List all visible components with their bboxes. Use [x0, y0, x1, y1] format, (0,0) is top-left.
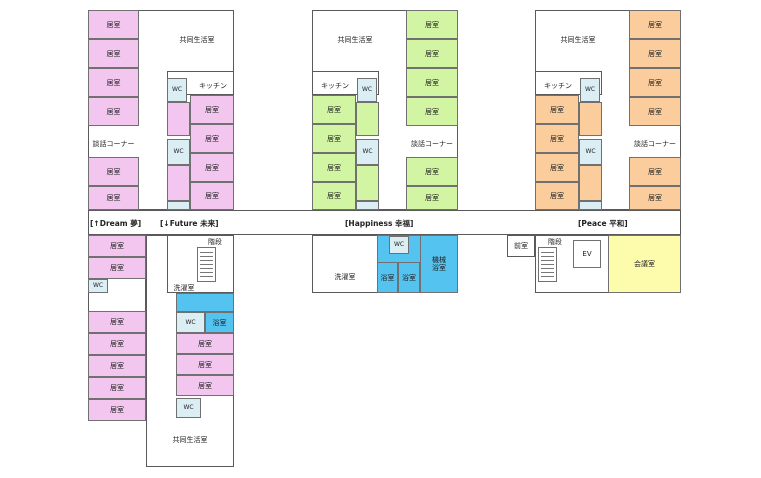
- room-happiness-9: 居室: [312, 153, 356, 182]
- corridor-label-peace: [Peace 平和]: [578, 218, 628, 228]
- bath-happiness-2: 浴室: [398, 262, 420, 293]
- room-dream-3: 居室: [88, 68, 139, 97]
- room-dream-10: 居室: [190, 182, 234, 210]
- room-dream-lower-4: 居室: [88, 333, 146, 355]
- room-dream-4: 居室: [88, 97, 139, 126]
- wc-peace-1: WC: [580, 78, 600, 102]
- wc-peace-2: WC: [579, 139, 602, 165]
- lounge-peace: 談話コーナー: [634, 140, 676, 148]
- room-dream-8: 居室: [190, 124, 234, 153]
- dream-corridor-strip-2: [167, 165, 190, 201]
- corridor-label-dream: [↑Dream 夢]: [90, 218, 142, 228]
- room-peace-5: 居室: [629, 157, 681, 186]
- machine-bath-happiness: 機械 浴室: [420, 235, 458, 293]
- room-peace-7: 居室: [535, 95, 579, 124]
- room-happiness-7: 居室: [312, 95, 356, 124]
- room-peace-10: 居室: [535, 182, 579, 210]
- bath-happiness-1: 浴室: [377, 262, 398, 293]
- wc-happiness-lower: WC: [389, 236, 409, 254]
- bath-future: 浴室: [205, 312, 234, 333]
- room-peace-6: 居室: [629, 186, 681, 210]
- room-dream-2: 居室: [88, 39, 139, 68]
- room-dream-lower-6: 居室: [88, 377, 146, 399]
- room-dream-5: 居室: [88, 157, 139, 186]
- front-room-box: [507, 235, 535, 257]
- laundry-happiness: 洗濯室: [334, 273, 356, 281]
- wc-future-1: WC: [176, 312, 205, 333]
- room-future-1: 居室: [176, 333, 234, 354]
- common-room-happiness: 共同生活室: [337, 36, 373, 44]
- room-peace-4: 居室: [629, 97, 681, 126]
- wc-peace-3: [579, 201, 602, 210]
- elevator-peace: EV: [573, 240, 601, 268]
- room-dream-lower-3: 居室: [88, 311, 146, 333]
- stairs-peace: [538, 247, 557, 282]
- room-happiness-10: 居室: [312, 182, 356, 210]
- wc-future-2: WC: [176, 398, 201, 418]
- wc-dream-1: WC: [167, 78, 187, 102]
- room-dream-6: 居室: [88, 186, 139, 210]
- room-peace-9: 居室: [535, 153, 579, 182]
- room-dream-lower-7: 居室: [88, 399, 146, 421]
- room-happiness-1: 居室: [406, 10, 458, 39]
- central-corridor: [88, 210, 681, 235]
- room-peace-3: 居室: [629, 68, 681, 97]
- common-room-dream: 共同生活室: [179, 36, 215, 44]
- room-happiness-6: 居室: [406, 186, 458, 210]
- room-dream-1: 居室: [88, 10, 139, 39]
- room-dream-lower-1: 居室: [88, 235, 146, 257]
- room-happiness-2: 居室: [406, 39, 458, 68]
- kitchen-happiness: キッチン: [321, 82, 349, 90]
- wc-dream-2: WC: [167, 139, 190, 165]
- room-happiness-5: 居室: [406, 157, 458, 186]
- room-future-2: 居室: [176, 354, 234, 375]
- common-room-peace: 共同生活室: [560, 36, 596, 44]
- dream-corridor-strip: [167, 102, 190, 136]
- meeting-room: 会議室: [608, 235, 681, 293]
- room-future-3: 居室: [176, 375, 234, 396]
- wc-dream-3: [167, 201, 190, 210]
- stairs-future-label: 階段: [208, 238, 222, 246]
- room-peace-8: 居室: [535, 124, 579, 153]
- peace-corridor-strip: [579, 102, 602, 136]
- room-peace-2: 居室: [629, 39, 681, 68]
- laundry-future: 洗濯室: [173, 284, 195, 292]
- bath-area-future: [176, 293, 234, 312]
- happiness-corridor-strip: [356, 102, 379, 136]
- stairs-future: [197, 247, 216, 282]
- room-peace-1: 居室: [629, 10, 681, 39]
- room-dream-7: 居室: [190, 95, 234, 124]
- stairs-peace-label: 階段: [548, 238, 562, 246]
- lounge-happiness: 談話コーナー: [411, 140, 453, 148]
- happiness-corridor-strip-2: [356, 165, 379, 201]
- kitchen-peace: キッチン: [544, 82, 572, 90]
- corridor-label-happiness: [Happiness 幸福]: [345, 218, 414, 228]
- lounge-dream: 談話コーナー: [92, 140, 135, 148]
- peace-corridor-strip-2: [579, 165, 602, 201]
- common-room-future: 共同生活室: [172, 436, 208, 444]
- wc-happiness-1: WC: [357, 78, 377, 102]
- wc-dream-lower: WC: [88, 279, 108, 293]
- room-dream-9: 居室: [190, 153, 234, 182]
- room-dream-lower-5: 居室: [88, 355, 146, 377]
- wc-happiness-2: WC: [356, 139, 379, 165]
- room-dream-lower-2: 居室: [88, 257, 146, 279]
- room-happiness-4: 居室: [406, 97, 458, 126]
- front-room-peace: 前室: [514, 242, 528, 250]
- room-happiness-3: 居室: [406, 68, 458, 97]
- kitchen-dream: キッチン: [199, 82, 227, 90]
- corridor-label-future: [↓Future 未来]: [160, 218, 219, 228]
- wc-happiness-3: [356, 201, 379, 210]
- room-happiness-8: 居室: [312, 124, 356, 153]
